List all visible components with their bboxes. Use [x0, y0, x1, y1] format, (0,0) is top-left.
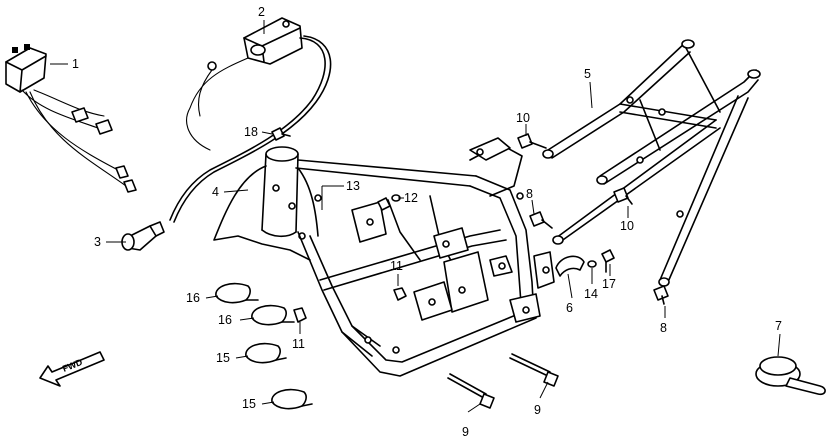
part-2-ignition-coil: [169, 17, 332, 223]
callout-7: 7: [775, 319, 782, 333]
callout-15-upper: 15: [216, 351, 230, 365]
callout-labels: 1 2 3 4 5 6 7 8 8 9 9 10 10 11 11 12 13 …: [72, 5, 782, 439]
part-6-cover: [555, 255, 585, 277]
part-10-bolt-a: [517, 133, 547, 149]
part-11-nut-a: [393, 287, 407, 301]
callout-17: 17: [602, 277, 616, 291]
part-7-guide: [755, 356, 826, 396]
part-11-nut-b: [293, 307, 307, 323]
part-13-bolt: [377, 197, 391, 211]
part-5-rear-subframe: [542, 39, 761, 287]
part-4-main-frame: [213, 137, 555, 377]
part-17-bolt: [601, 249, 615, 273]
part-18-bolt: [271, 127, 291, 141]
part-16-clamp-b: [251, 304, 295, 326]
callout-8-upper: 8: [526, 187, 533, 201]
part-10-bolt-b: [613, 187, 633, 205]
callout-5: 5: [584, 67, 591, 81]
forward-direction-indicator: FWD: [39, 351, 105, 387]
callout-14: 14: [584, 287, 598, 301]
callout-4: 4: [212, 185, 219, 199]
callout-9-right: 9: [534, 403, 541, 417]
callout-16-lower: 16: [218, 313, 232, 327]
part-3-spark-plug-cap: [121, 221, 165, 251]
callout-11-middle: 11: [390, 259, 403, 273]
callout-13: 13: [346, 179, 360, 193]
leader-lines: [50, 20, 781, 413]
callout-16-upper: 16: [186, 291, 200, 305]
part-9-long-bolt-b: [509, 353, 559, 387]
callout-10-lower: 10: [620, 219, 634, 233]
callout-15-lower: 15: [242, 397, 256, 411]
callout-18: 18: [244, 125, 258, 139]
part-15-clamp-a: [245, 342, 287, 364]
callout-8-lower: 8: [660, 321, 667, 335]
callout-1: 1: [72, 57, 79, 71]
callout-9-left: 9: [462, 425, 469, 439]
part-16-clamp-a: [215, 282, 259, 304]
part-14-washer: [587, 260, 597, 268]
callout-2: 2: [258, 5, 265, 19]
part-9-long-bolt-a: [447, 373, 495, 409]
callout-10-upper: 10: [516, 111, 530, 125]
part-15-clamp-b: [271, 388, 313, 410]
callout-11-lower: 11: [292, 337, 305, 351]
callout-12: 12: [404, 191, 418, 205]
part-1-cdi-unit: [5, 44, 137, 193]
part-8-bolt-a: [529, 211, 553, 229]
callout-3: 3: [94, 235, 101, 249]
callout-6: 6: [566, 301, 573, 315]
part-8-bolt-b: [653, 285, 669, 305]
